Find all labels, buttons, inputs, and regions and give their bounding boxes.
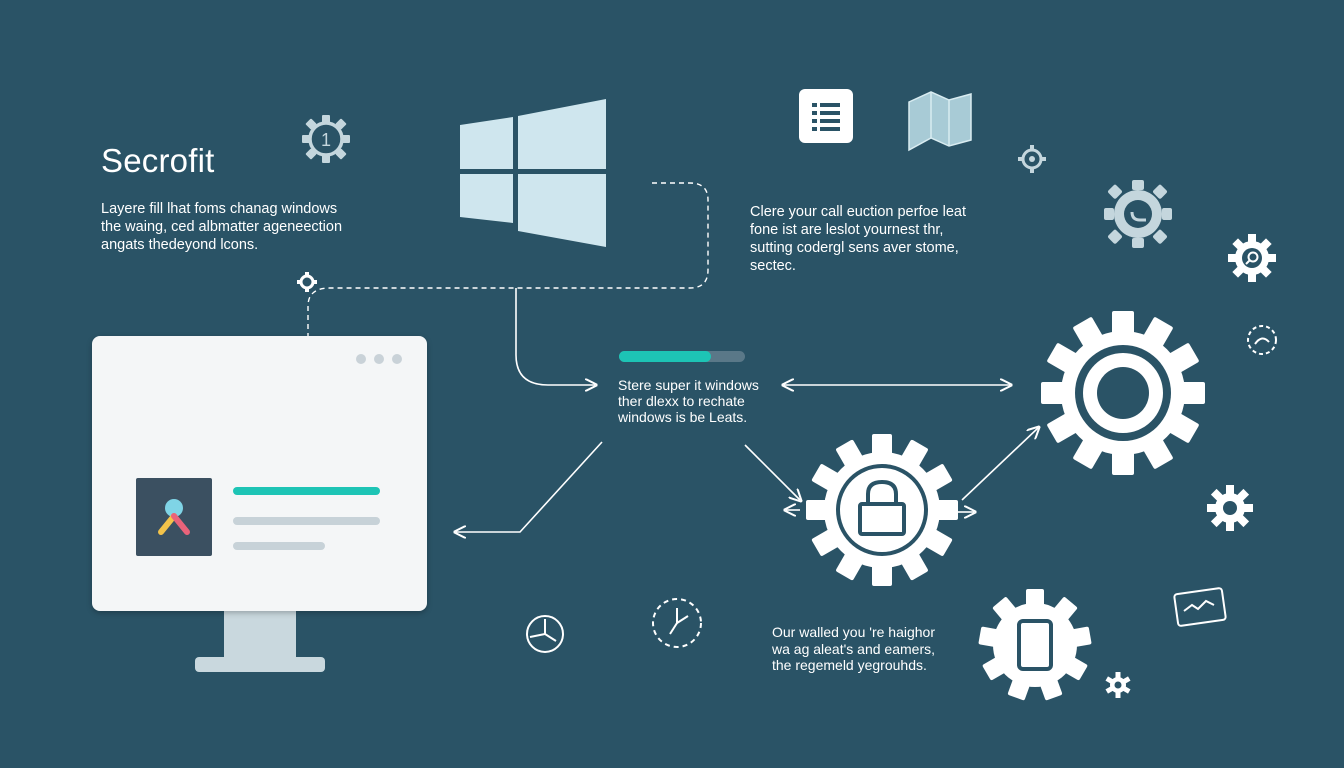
dashed-connector-top: [307, 182, 709, 336]
intro-line: the waing, ced albmatter ageneection: [101, 219, 343, 235]
tiny-gear-icon: [1105, 672, 1131, 698]
dashed-clock-icon: [652, 598, 702, 648]
bottom-line: wa ag aleat's and eamers,: [772, 640, 935, 657]
white-gear-icon: [1207, 485, 1253, 531]
connector-center-to-card: [456, 441, 603, 532]
gear-number-icon: 1: [302, 115, 350, 163]
right-line: Clere your call euction perfoe leat: [750, 204, 967, 220]
center-line: windows is be Leats.: [618, 409, 748, 425]
lock-gear-icon: [806, 434, 958, 586]
monitor-stand: [224, 611, 296, 659]
window-dot[interactable]: [356, 354, 366, 364]
gear-search-icon: [1228, 234, 1276, 282]
right-line: sectec.: [750, 258, 796, 274]
small-gear-icon: [1018, 145, 1046, 173]
bottom-line: the regemeld yegrouhds.: [772, 657, 927, 673]
gear-number-label: 1: [321, 130, 331, 150]
window-dot[interactable]: [392, 354, 402, 364]
connector-windows-to-center: [515, 288, 595, 385]
monitor-base: [195, 657, 325, 672]
intro-line: angats thedeyond lcons.: [101, 237, 259, 253]
right-line: fone ist are leslot yournest thr,: [750, 222, 944, 238]
right-line: sutting codergl sens aver stome,: [750, 240, 959, 256]
user-avatar-icon: [158, 499, 190, 535]
monitor-window: [92, 336, 427, 611]
progress-bar: [619, 351, 745, 362]
center-line: Stere super it windows: [618, 377, 759, 393]
tiny-gear-icon: [297, 272, 317, 292]
intro-line: Layere fill lhat foms chanag windows: [101, 201, 338, 217]
windows-logo-icon: [460, 99, 606, 247]
bottom-line: Our walled you 're haighor: [772, 624, 935, 640]
connector-lock-to-ring: [961, 428, 1038, 501]
page-title: Secrofit: [101, 142, 215, 179]
clock-icon: [526, 615, 564, 653]
bottom-text: Our walled you 're haighor wa ag aleat's…: [772, 624, 935, 674]
gear-wrench-icon: [1104, 180, 1172, 248]
content-bar: [233, 517, 380, 525]
content-bar-accent: [233, 487, 380, 495]
chart-tag-icon: [1173, 587, 1227, 627]
right-text: Clere your call euction perfoe leat fone…: [750, 203, 966, 275]
center-text: Stere super it windows ther dlexx to rec…: [618, 377, 759, 425]
phone-gear-icon: [978, 589, 1092, 701]
progress-fill: [619, 351, 711, 362]
window-dot[interactable]: [374, 354, 384, 364]
content-bar: [233, 542, 325, 550]
list-document-icon: [799, 89, 853, 143]
folded-map-icon: [908, 91, 972, 152]
intro-text: Layere fill lhat foms chanag windows the…: [101, 200, 342, 254]
center-line: ther dlexx to rechate: [618, 393, 745, 409]
avatar: [136, 478, 212, 556]
connector-center-to-lock: [744, 444, 800, 500]
dashed-speech-icon: [1247, 325, 1277, 355]
large-ring-gear-icon: [1041, 311, 1205, 475]
